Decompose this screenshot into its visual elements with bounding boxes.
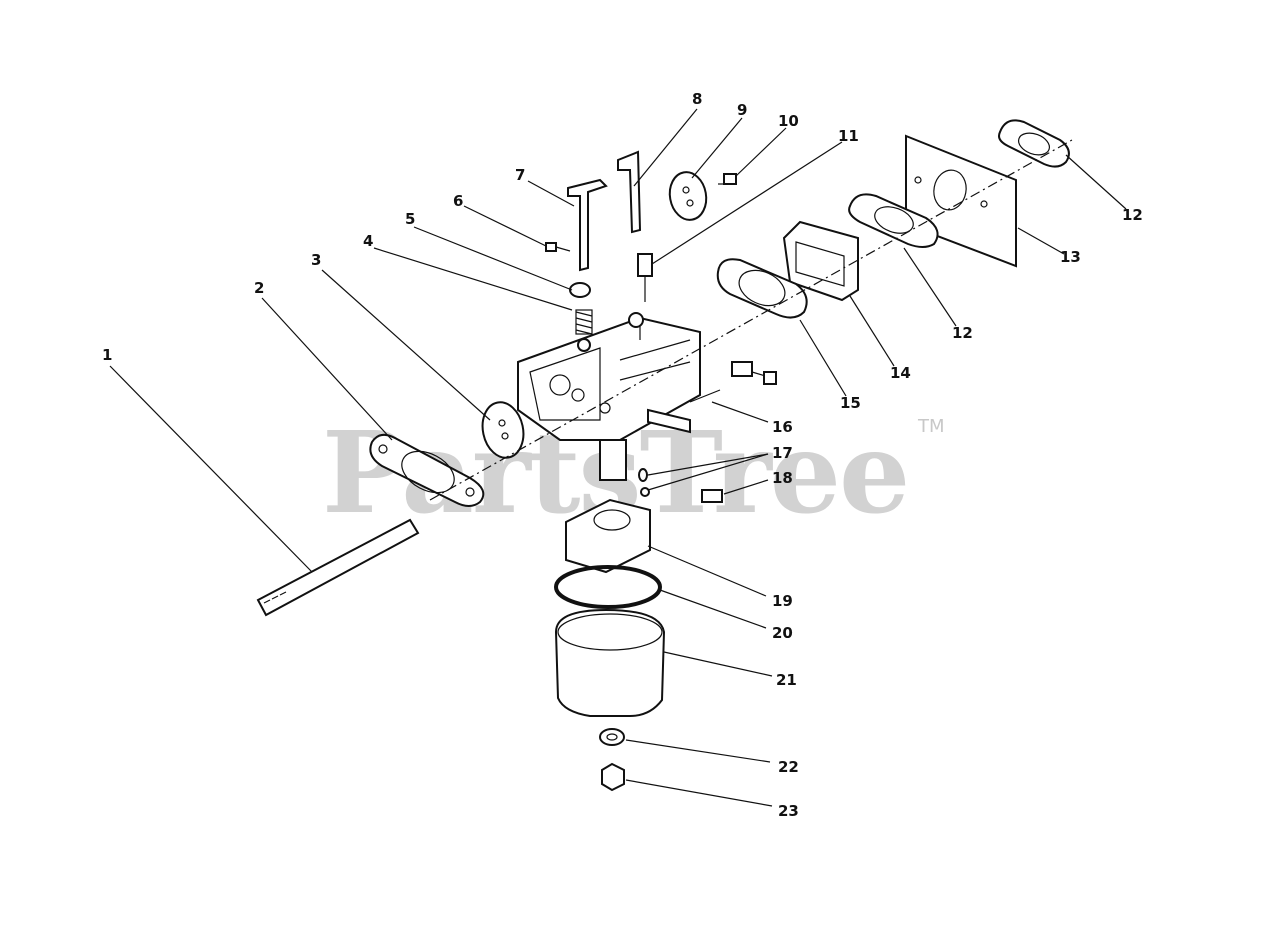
callout-14: 14	[890, 364, 911, 382]
watermark-tm: TM	[917, 416, 945, 437]
callout-4: 4	[363, 232, 373, 250]
callout-10: 10	[778, 112, 799, 130]
callout-9: 9	[737, 101, 747, 119]
callout-21: 21	[776, 671, 797, 689]
callout-22: 22	[778, 758, 799, 776]
part-8-throttle-shaft	[617, 150, 642, 234]
callout-6: 6	[453, 192, 463, 210]
part-adjust-screw	[731, 361, 777, 385]
leader-lines	[109, 108, 1127, 807]
callout-19: 19	[772, 592, 793, 610]
part-21-float-bowl	[554, 608, 666, 717]
part-carburetor-body	[517, 312, 701, 481]
part-5-seal	[569, 282, 591, 298]
callout-3: 3	[311, 251, 321, 269]
callout-7: 7	[515, 166, 525, 184]
part-20-bowl-gasket	[554, 565, 662, 609]
callout-15: 15	[840, 394, 861, 412]
callout-5: 5	[405, 210, 415, 228]
part-23-nut	[601, 762, 625, 792]
part-15-gasket	[716, 258, 808, 319]
part-18-screw	[701, 489, 723, 503]
part-16-screw	[689, 389, 721, 403]
callout-12-middle: 12	[952, 324, 973, 342]
callout-11: 11	[838, 127, 859, 145]
part-9-choke-plate	[668, 171, 708, 221]
part-1-stud	[256, 518, 420, 617]
callout-labels: 1 2 3 4 5 6 7 8 9 10 11 12 12 13 14 15 1…	[102, 90, 1143, 820]
part-11-valve	[637, 253, 653, 302]
part-10-screw	[718, 173, 737, 185]
part-12-gasket-middle	[848, 193, 939, 248]
callout-2: 2	[254, 279, 264, 297]
callout-13: 13	[1060, 248, 1081, 266]
callout-8: 8	[692, 90, 702, 108]
part-17-o-rings	[638, 468, 650, 497]
callout-17: 17	[772, 444, 793, 462]
part-22-washer	[599, 728, 625, 746]
part-3-throttle-plate	[481, 401, 525, 459]
callout-18: 18	[772, 469, 793, 487]
callout-20: 20	[772, 624, 793, 642]
part-7-choke-shaft	[567, 178, 608, 272]
part-6-screw	[545, 242, 571, 252]
callout-23: 23	[778, 802, 799, 820]
part-19-float	[565, 498, 651, 574]
part-4-spring	[575, 309, 593, 335]
callout-12-upper: 12	[1122, 206, 1143, 224]
part-12-gasket-upper	[998, 119, 1070, 168]
callout-1: 1	[102, 346, 112, 364]
callout-16: 16	[772, 418, 793, 436]
